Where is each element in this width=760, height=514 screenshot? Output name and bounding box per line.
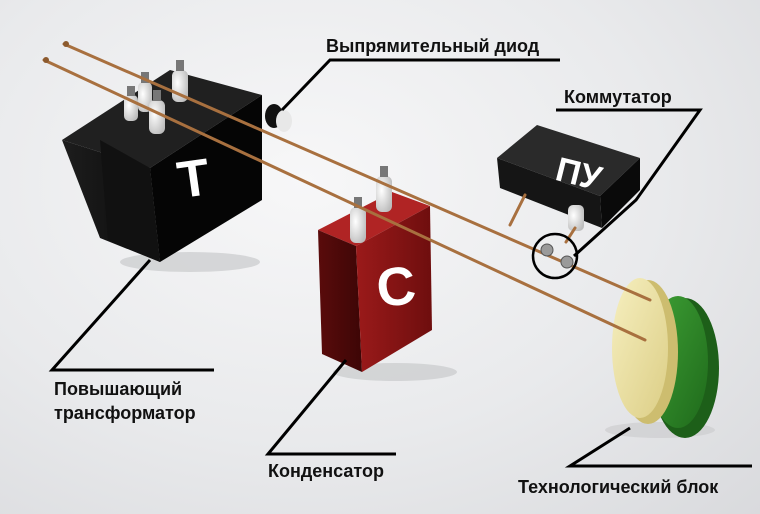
- technological-block: [612, 278, 719, 438]
- callout-lines: [48, 58, 752, 468]
- label-rectifier-diode: Выпрямительный диод: [326, 36, 540, 56]
- terminal: [354, 197, 362, 208]
- lower-rod: [42, 58, 647, 342]
- terminal: [127, 86, 135, 96]
- capacitor-left-side: [318, 230, 362, 372]
- transformer-side: [150, 95, 262, 262]
- terminal: [380, 166, 388, 177]
- contact-ball: [540, 243, 554, 257]
- transformer-front-face: [100, 140, 160, 262]
- capacitor-mark: С: [374, 255, 419, 319]
- commutator-contacts: [540, 243, 574, 269]
- capacitor-front: [356, 206, 432, 372]
- capacitor: С: [318, 192, 432, 372]
- tech-block-leader: [564, 426, 752, 468]
- control-unit-insulator: [568, 205, 584, 231]
- insulator: [149, 100, 165, 134]
- contact-ball: [560, 255, 574, 269]
- step-up-transformer: Т: [62, 70, 262, 262]
- label-technological-block: Технологический блок: [518, 477, 719, 497]
- label-commutator: Коммутатор: [564, 87, 672, 107]
- control-wire: [508, 193, 527, 227]
- terminal: [153, 90, 161, 101]
- terminal: [176, 60, 184, 71]
- diode-leader: [280, 58, 560, 112]
- label-capacitor: Конденсатор: [268, 461, 384, 481]
- insulator: [350, 207, 366, 243]
- control-unit-side: [600, 158, 640, 228]
- commutator-highlight-circle: [531, 232, 579, 280]
- commutator-leader: [556, 108, 703, 258]
- control-unit: ПУ: [497, 125, 640, 231]
- switch-wire: [564, 226, 577, 244]
- capacitor-leader: [264, 359, 396, 456]
- rod-end: [63, 41, 69, 47]
- capacitor-top: [318, 192, 430, 246]
- label-step-up-transformer-line2: трансформатор: [54, 403, 196, 423]
- rod-end: [43, 57, 49, 63]
- label-step-up-transformer-line1: Повышающий: [54, 379, 183, 399]
- transformer-leader: [48, 259, 214, 372]
- diode-cap: [276, 110, 292, 132]
- wires: [42, 42, 652, 342]
- rectifier-diode: [265, 104, 292, 132]
- upper-rod: [62, 42, 652, 302]
- cream-disc: [612, 278, 668, 418]
- control-unit-top: [497, 125, 640, 196]
- terminal: [141, 72, 149, 83]
